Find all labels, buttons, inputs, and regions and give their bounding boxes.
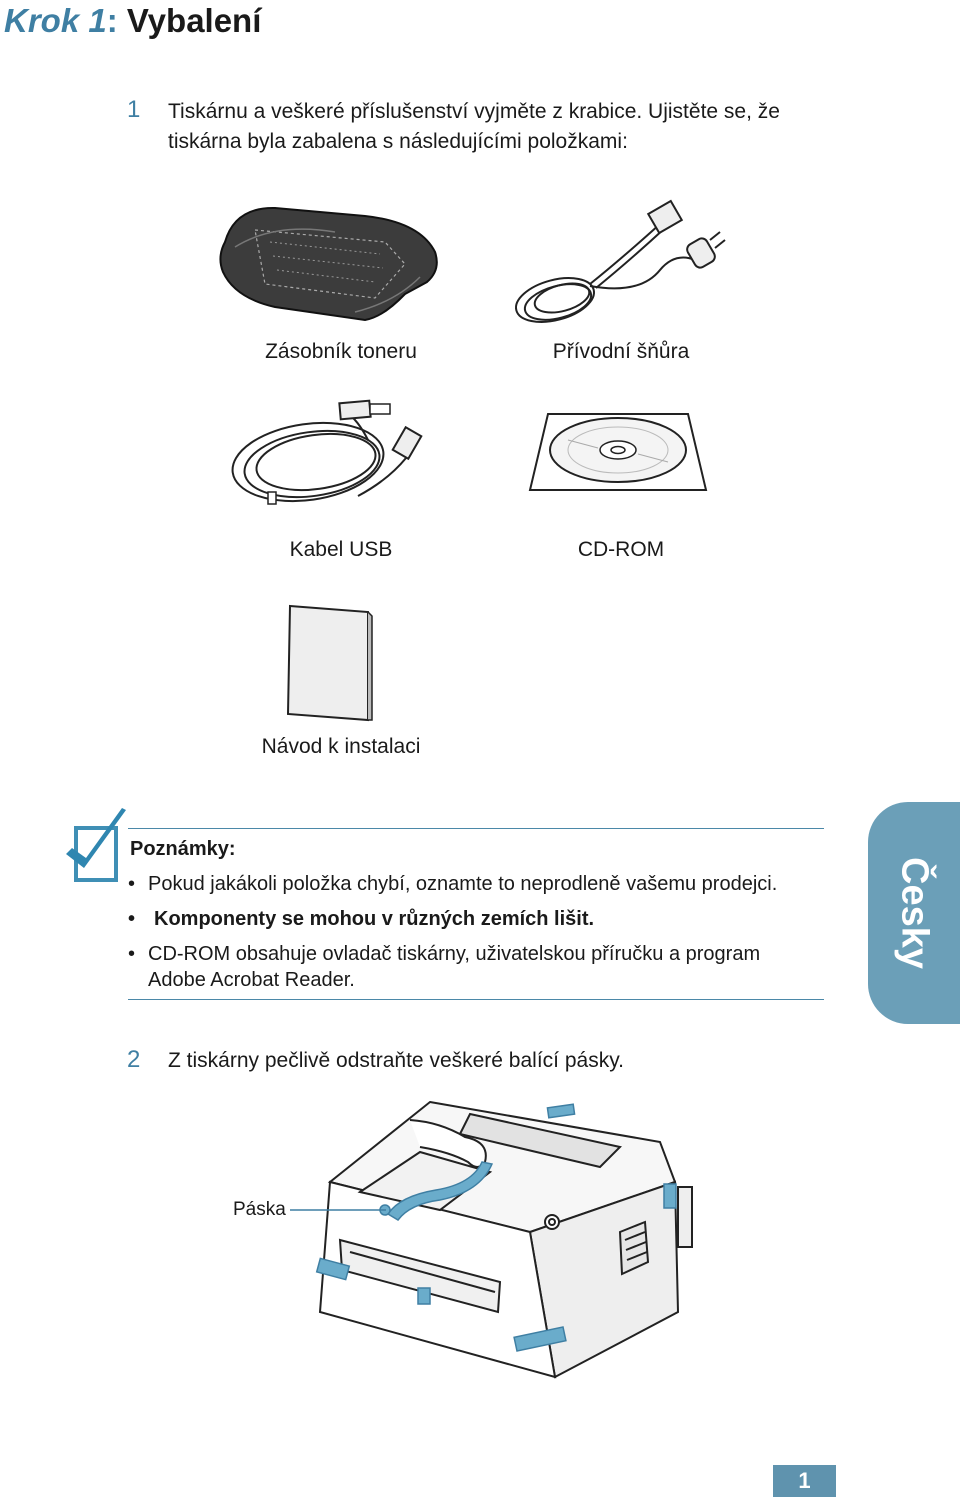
usb-cable-icon — [231, 399, 423, 505]
note-item-3-line-1: CD-ROM obsahuje ovladač tiskárny, uživat… — [148, 943, 761, 965]
notes-top-rule — [128, 828, 824, 829]
note-item-1-text: Pokud jakákoli položka chybí, oznamte to… — [148, 873, 778, 895]
step-1-text: Tiskárnu a veškeré příslušenství vyjměte… — [168, 97, 848, 157]
toner-cartridge-icon — [219, 206, 438, 322]
caption-usb: Kabel USB — [289, 538, 393, 561]
title-text: Vybalení — [126, 2, 262, 39]
step-1-number: 1 — [127, 96, 141, 123]
cd-rom-icon — [528, 413, 708, 491]
caption-cd-rom: CD-ROM — [577, 538, 665, 561]
caption-manual: Návod k instalaci — [261, 735, 421, 758]
note-item-1: • Pokud jakákoli položka chybí, oznamte … — [128, 871, 828, 899]
manual-icon — [286, 604, 373, 722]
notes-bottom-rule — [128, 999, 824, 1000]
note-item-2-text: Komponenty se mohou v různých zemích liš… — [154, 908, 595, 930]
page-number: 1 — [773, 1465, 836, 1497]
power-cord-icon — [515, 199, 726, 323]
step-1-line-2: tiskárna byla zabalena s následujícími p… — [168, 130, 628, 153]
title-separator: : — [106, 2, 118, 39]
callout-line — [290, 1209, 386, 1211]
step-2-text: Z tiskárny pečlivě odstraňte veškeré bal… — [168, 1049, 624, 1072]
caption-power-cord: Přívodní šňůra — [552, 340, 690, 363]
note-item-3: • CD-ROM obsahuje ovladač tiskárny, uživ… — [128, 941, 828, 995]
step-label: Krok 1 — [4, 2, 107, 39]
step-1-line-1: Tiskárnu a veškeré příslušenství vyjměte… — [168, 100, 780, 123]
note-item-2: • Komponenty se mohou v různých zemích l… — [128, 906, 828, 934]
step-2-number: 2 — [127, 1046, 141, 1073]
note-item-3-text: CD-ROM obsahuje ovladač tiskárny, uživat… — [148, 941, 828, 993]
callout-label-tape: Páska — [233, 1199, 286, 1220]
bullet: • — [128, 943, 136, 965]
notes-heading: Poznámky: — [130, 838, 236, 860]
note-item-3-line-2: Adobe Acrobat Reader. — [148, 969, 355, 991]
printer-icon — [315, 1100, 693, 1379]
checkmark-icon — [66, 808, 126, 882]
language-tab: Česky — [868, 802, 960, 1024]
caption-toner: Zásobník toneru — [265, 340, 417, 363]
language-tab-label: Česky — [893, 857, 936, 969]
page-title: Krok 1: Vybalení — [4, 2, 261, 40]
bullet: • — [128, 873, 136, 895]
bullet: • — [128, 908, 136, 930]
